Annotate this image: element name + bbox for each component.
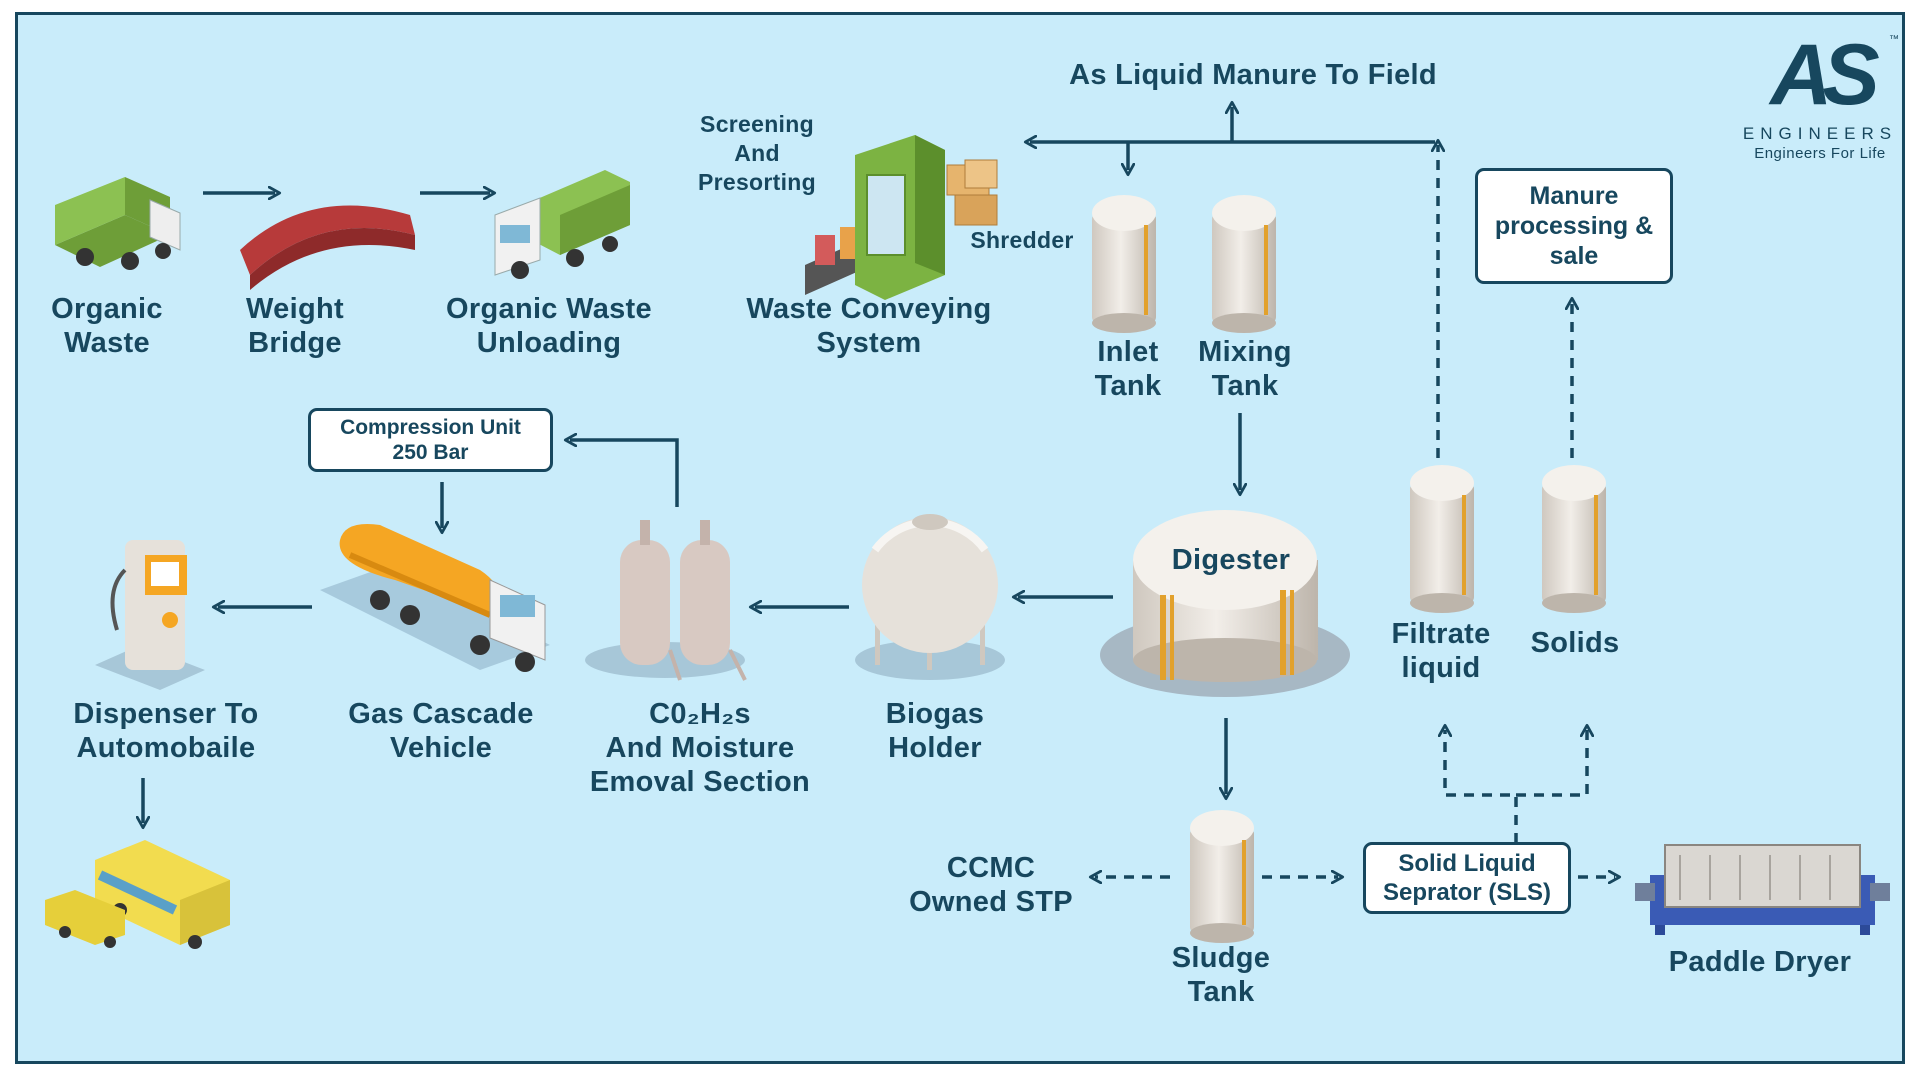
dispenser-line-2: Automobaile — [76, 732, 256, 764]
compression-unit-box: Compression Unit 250 Bar — [308, 408, 553, 472]
screening-label-line-1: Screening — [700, 111, 814, 137]
dispenser-label: Dispenser To Automobaile — [73, 697, 258, 765]
flow-connectors — [143, 107, 1435, 823]
scrubber-line-3: Emoval Section — [589, 766, 811, 798]
unloading-line-2: Unloading — [476, 327, 622, 359]
mixing-tank-icon — [1212, 195, 1276, 333]
ccmc-line-2: Owned STP — [909, 886, 1073, 918]
screening-label-line-3: Presorting — [697, 169, 817, 195]
sludge-line-2: Tank — [1187, 976, 1255, 1008]
dispenser-line-1: Dispenser To — [73, 698, 259, 730]
dashed-connectors — [1095, 145, 1615, 877]
organic-waste-line-2: Waste — [64, 327, 150, 359]
unloading-label: Organic Waste Unloading — [446, 292, 652, 360]
sls-box: Solid Liquid Seprator (SLS) — [1363, 842, 1571, 914]
garbage-truck-icon — [55, 177, 181, 270]
arrow-scrubber-to-compression — [570, 440, 679, 507]
biogas-line-2: Holder — [888, 732, 982, 764]
screening-label-line-2: And — [734, 140, 780, 166]
gas-cascade-line-1: Gas Cascade — [348, 698, 534, 730]
weight-bridge-line-2: Bridge — [248, 327, 342, 359]
logo-tagline: Engineers For Life — [1754, 145, 1886, 162]
manure-processing-line-2: processing & — [1494, 212, 1654, 240]
gas-cascade-line-2: Vehicle — [389, 732, 493, 764]
ccmc-stp-label: CCMC Owned STP — [909, 851, 1073, 919]
inlet-tank-line-2: Tank — [1094, 370, 1162, 402]
conveying-line-2: System — [816, 327, 922, 359]
biogas-holder-label: Biogas Holder — [886, 697, 985, 765]
sludge-line-1: Sludge — [1171, 942, 1271, 974]
conveying-line-1: Waste Conveying — [746, 293, 992, 325]
digester-icon — [1100, 510, 1350, 697]
paddle-dryer-label: Paddle Dryer — [1668, 946, 1852, 978]
inlet-tank-label: Inlet Tank — [1095, 335, 1162, 403]
logo-name: ENGINEERS — [1742, 124, 1898, 143]
fuel-dispenser-icon — [95, 540, 205, 690]
solids-tank-icon — [1542, 465, 1606, 613]
sludge-tank-label: Sludge Tank — [1172, 941, 1270, 1009]
inlet-tank-icon — [1092, 195, 1156, 333]
as-engineers-logo: AS ™ ENGINEERS Engineers For Life — [1735, 30, 1905, 170]
mixing-tank-line-2: Tank — [1211, 370, 1279, 402]
conveyor-machine-icon — [805, 135, 998, 300]
manure-processing-line-3: sale — [1549, 242, 1599, 270]
paddle-dryer-icon — [1635, 844, 1890, 935]
liquid-manure-label: As Liquid Manure To Field — [1069, 59, 1437, 91]
solids-label: Solids — [1530, 627, 1620, 659]
filtrate-label: Filtrate liquid — [1391, 617, 1490, 685]
scrubber-line-1: C0₂H₂s — [649, 698, 751, 730]
weight-bridge-label: Weight Bridge — [246, 292, 344, 360]
shredder-label: Shredder — [970, 227, 1074, 253]
screening-label: Screening And Presorting — [698, 110, 816, 197]
filtrate-tank-icon — [1410, 465, 1474, 613]
sls-to-solids-line — [1516, 730, 1587, 797]
filtrate-line-2: liquid — [1401, 652, 1481, 684]
unloading-line-1: Organic Waste — [446, 293, 652, 325]
logo-mark: AS — [1770, 27, 1879, 123]
conveying-label: Waste Conveying System — [746, 292, 991, 360]
manure-processing-line-1: Manure — [1529, 182, 1619, 210]
ccmc-line-1: CCMC — [946, 852, 1036, 884]
sls-split-line — [1445, 730, 1518, 843]
scrubber-towers-icon — [585, 520, 747, 681]
bus-and-car-icon — [45, 840, 230, 949]
biogas-line-1: Biogas — [885, 698, 985, 730]
sls-line-1: Solid Liquid — [1398, 850, 1536, 877]
compression-line-2: 250 Bar — [392, 441, 469, 464]
manure-processing-box: Manure processing & sale — [1475, 168, 1673, 284]
sls-line-2: Seprator (SLS) — [1382, 879, 1552, 906]
gas-tanker-icon — [320, 524, 550, 672]
inlet-tank-line-1: Inlet — [1097, 336, 1159, 368]
scrubber-line-2: And Moisture — [605, 732, 795, 764]
weight-bridge-icon — [240, 205, 415, 290]
organic-waste-line-1: Organic — [51, 293, 163, 325]
mixing-tank-label: Mixing Tank — [1198, 335, 1292, 403]
sludge-tank-icon — [1190, 810, 1254, 943]
organic-waste-label: Organic Waste — [51, 292, 163, 360]
unloading-truck-icon — [494, 170, 630, 279]
gas-cascade-label: Gas Cascade Vehicle — [348, 697, 533, 765]
digester-label: Digester — [1171, 544, 1291, 576]
filtrate-line-1: Filtrate — [1391, 618, 1491, 650]
compression-line-1: Compression Unit — [340, 416, 521, 439]
logo-trademark: ™ — [1889, 34, 1899, 45]
scrubber-label: C0₂H₂s And Moisture Emoval Section — [590, 697, 810, 799]
biogas-holder-icon — [855, 514, 1005, 680]
weight-bridge-line-1: Weight — [246, 293, 344, 325]
mixing-tank-line-1: Mixing — [1198, 336, 1292, 368]
